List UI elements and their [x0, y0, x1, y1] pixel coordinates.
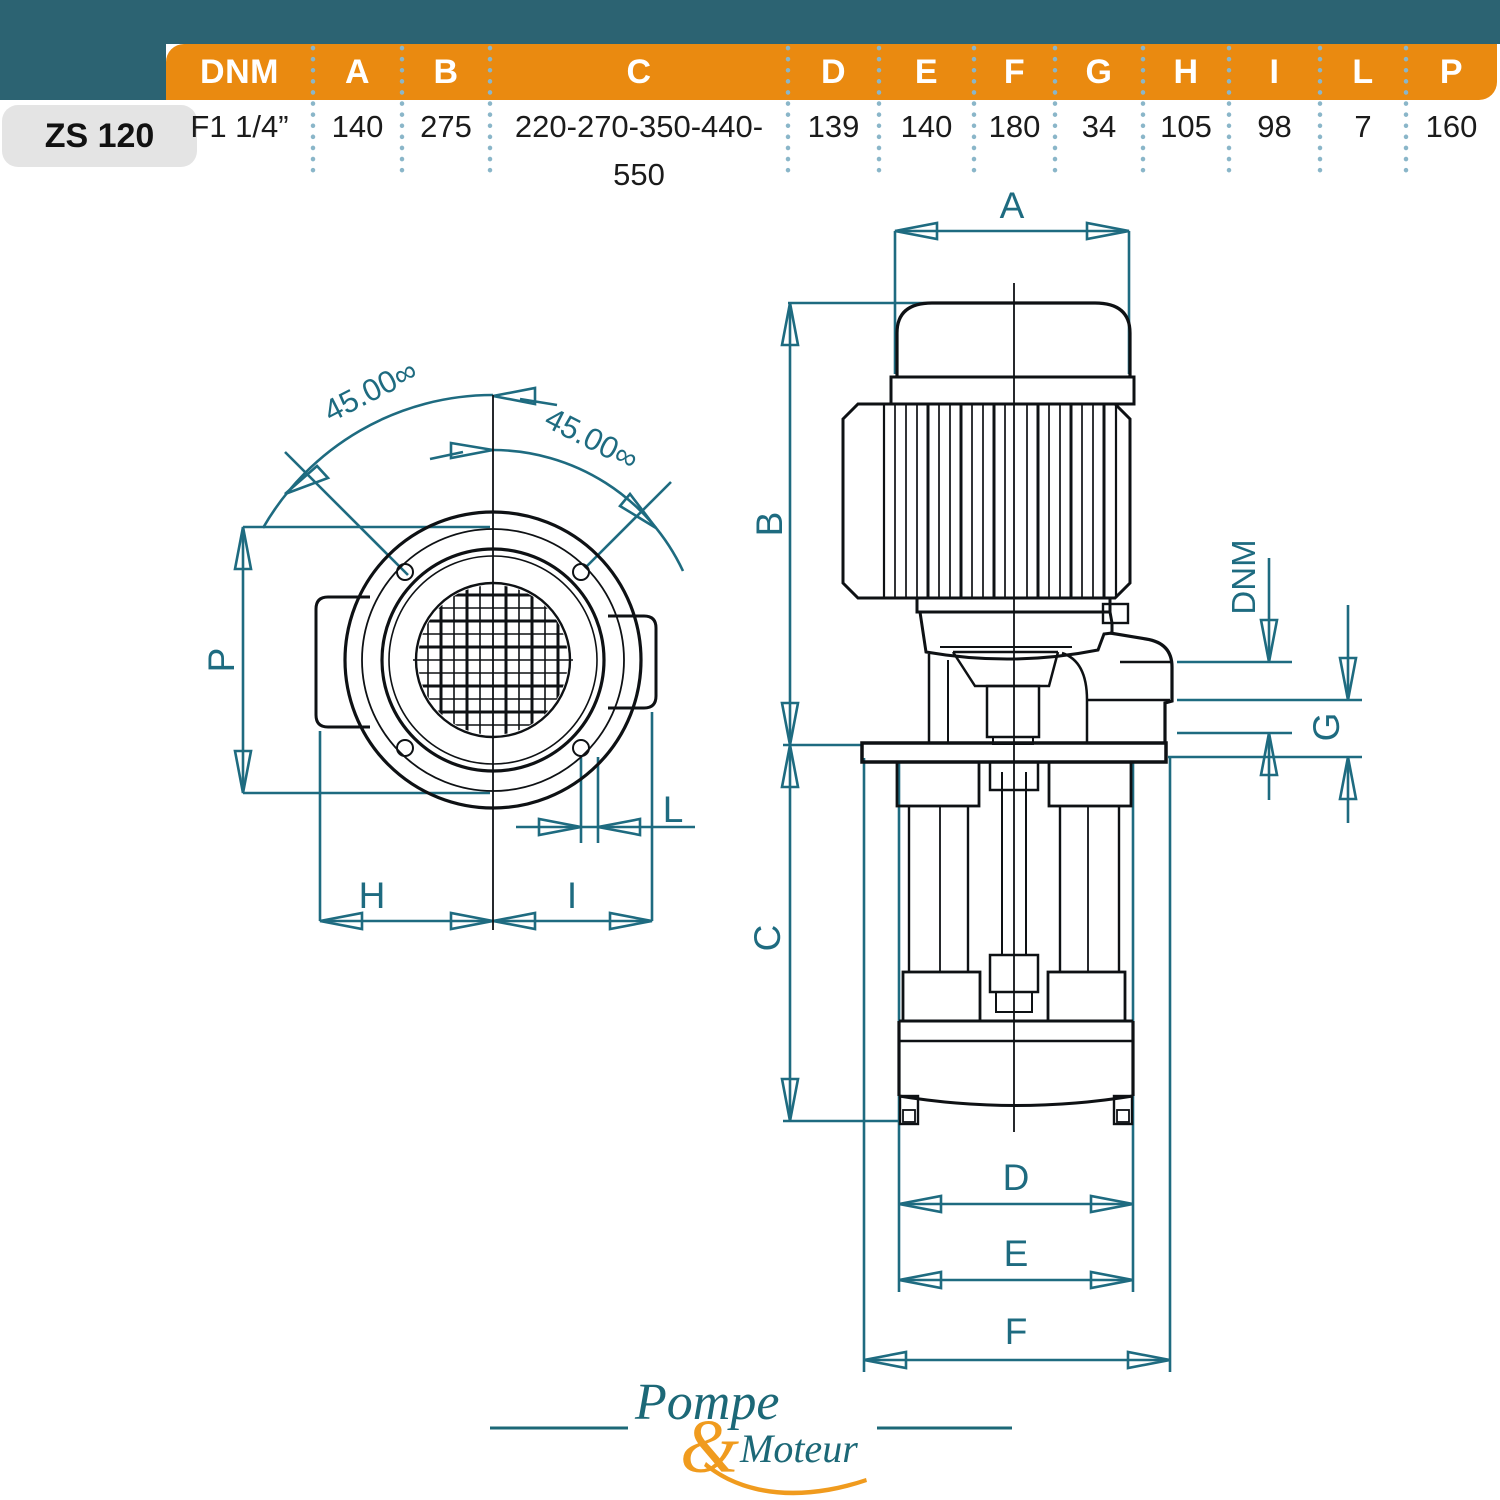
front-dim-l-label: L [663, 789, 684, 830]
value-p: 160 [1425, 109, 1478, 144]
col-header-p: P [1439, 53, 1464, 91]
col-header-b: B [433, 53, 459, 91]
value-l: 7 [1354, 109, 1372, 144]
logo-swoosh [704, 1462, 867, 1496]
model-badge: ZS 120 [2, 105, 197, 167]
side-pump-outline [841, 283, 1174, 1132]
logo: Pompe & Moteur [490, 1374, 1012, 1496]
side-dim-b-label: B [749, 512, 790, 537]
front-angle-right-label: 45.00∞ [539, 400, 644, 476]
side-dim-f-label: F [1005, 1311, 1028, 1352]
value-f: 180 [988, 109, 1041, 144]
side-view: A B C DNM G D E F [747, 185, 1362, 1372]
side-dim-c-label: C [747, 925, 788, 952]
value-d: 139 [807, 109, 860, 144]
col-header-f: F [1003, 53, 1026, 91]
col-header-dnm: DNM [200, 53, 279, 91]
col-header-c: C [626, 53, 652, 91]
logo-ampersand: & [680, 1405, 739, 1489]
front-dim-p-label: P [201, 648, 242, 673]
side-dim-a-label: A [1000, 185, 1025, 226]
side-dim-dnm-label: DNM [1225, 539, 1262, 614]
value-c: 220-270-350-440-550 [514, 109, 764, 192]
table-header-band [166, 44, 1497, 100]
col-header-g: G [1085, 53, 1113, 91]
col-header-h: H [1173, 53, 1199, 91]
col-header-a: A [344, 53, 371, 91]
col-header-d: D [820, 53, 847, 91]
table-column-separators [310, 45, 1409, 181]
front-pump-outline [314, 395, 658, 930]
front-view: 45.00∞ 45.00∞ P H I L [201, 352, 695, 931]
front-angle-left-label: 45.00∞ [318, 352, 423, 428]
value-i: 98 [1257, 109, 1292, 144]
side-dim-g-label: G [1306, 713, 1347, 742]
col-header-i: I [1269, 53, 1280, 91]
logo-word-pompe: Pompe [634, 1374, 779, 1431]
front-dim-i-label: I [567, 875, 577, 916]
col-header-l: L [1352, 53, 1374, 91]
top-teal-bar-right [166, 0, 1500, 44]
value-b: 275 [420, 109, 472, 144]
value-e: 140 [900, 109, 953, 144]
value-dnm: F1 1/4” [190, 109, 289, 144]
logo-word-moteur: Moteur [739, 1426, 858, 1471]
value-a: 140 [331, 109, 384, 144]
col-header-e: E [914, 53, 939, 91]
side-dim-e-label: E [1004, 1233, 1029, 1274]
front-dim-h-label: H [359, 875, 386, 916]
value-h: 105 [1160, 109, 1212, 144]
top-teal-bar-left [0, 0, 166, 100]
value-g: 34 [1081, 109, 1117, 144]
side-dim-d-label: D [1003, 1157, 1030, 1198]
